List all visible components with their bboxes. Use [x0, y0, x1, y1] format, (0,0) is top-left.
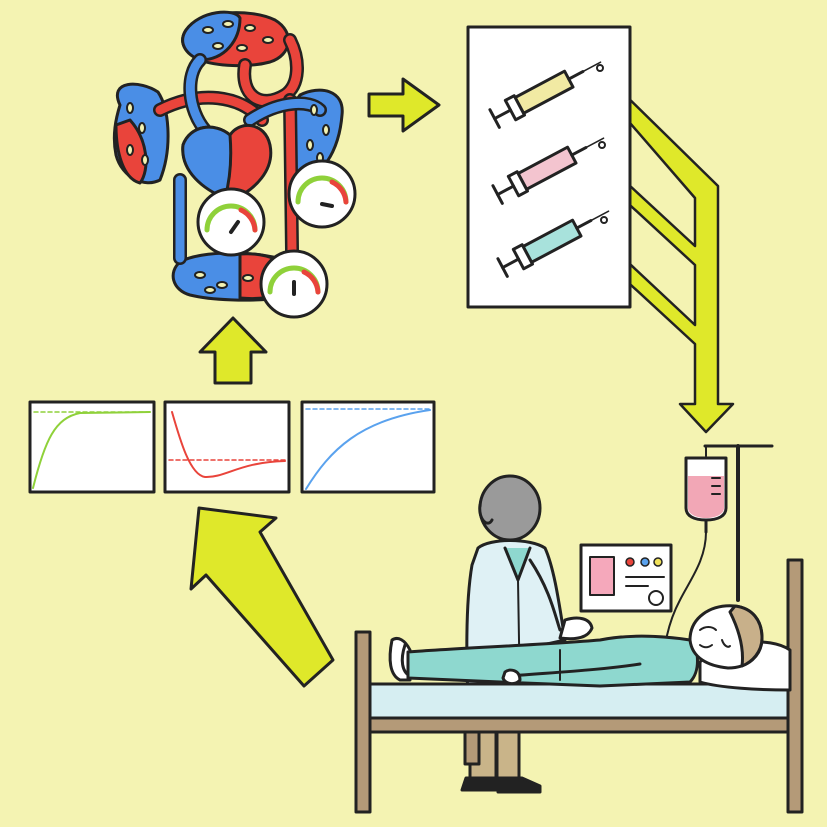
iv-bag-icon [684, 456, 728, 534]
patient-monitor [579, 543, 673, 613]
right-arrow [367, 77, 441, 133]
response-curves [28, 400, 436, 494]
response-curve-green [28, 400, 156, 494]
doctor-shoe-left [460, 776, 502, 792]
feedback-arrow-diagonal [189, 506, 335, 688]
pressure-gauge-1 [287, 159, 357, 229]
hospital-bed [354, 558, 804, 814]
response-curve-blue [300, 400, 436, 494]
bed-post-left [354, 630, 372, 814]
capillary-dots [126, 20, 330, 294]
syringe-teal-icon [496, 210, 610, 278]
drug-panel [466, 25, 632, 309]
response-curve-red [163, 400, 291, 494]
up-arrow [198, 316, 268, 385]
syringe-yellow-icon [488, 61, 602, 129]
iv-stand [665, 444, 774, 641]
pressure-gauge-2 [196, 187, 266, 257]
doctor-shoe-right [496, 776, 542, 794]
patient [388, 604, 764, 688]
doctor-head [478, 474, 542, 542]
iv-tube [665, 531, 707, 641]
circulation-diagram [112, 10, 357, 319]
mattress [368, 682, 790, 722]
syringe-pink-icon [491, 137, 605, 205]
patient-hair [728, 604, 764, 668]
pressure-gauge-3 [259, 249, 329, 319]
